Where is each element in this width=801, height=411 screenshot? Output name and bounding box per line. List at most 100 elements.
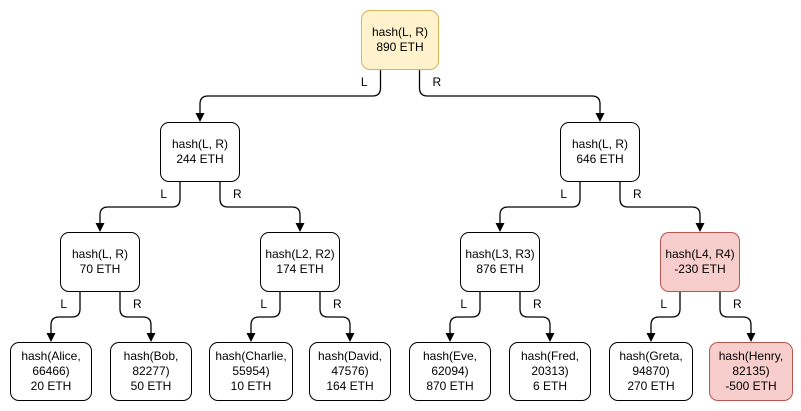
edge-path [418, 70, 601, 114]
node-label-line: -500 ETH [725, 379, 777, 393]
node-label-line: hash(L, R) [571, 137, 629, 151]
edge-path [50, 292, 81, 334]
edge-path [250, 292, 281, 334]
node-label-line: 646 ETH [576, 152, 624, 166]
edge-label-n174-charlie: L [260, 297, 267, 311]
arrowhead-icon [95, 223, 105, 232]
edge-label-n244-n70: L [160, 187, 167, 201]
node-label-line: hash(Bob, [123, 349, 179, 363]
edge-path [119, 292, 152, 334]
node-label-line: hash(L2, R2) [265, 247, 335, 261]
edge-label-n70-bob: R [133, 297, 142, 311]
tree-node-root: hash(L, R)890 ETH [361, 10, 439, 70]
arrowhead-icon [195, 113, 205, 122]
arrowhead-icon [445, 333, 455, 342]
arrowhead-icon [345, 333, 355, 342]
node-label-line: hash(Charlie, [215, 349, 287, 363]
node-label-line: 870 ETH [426, 379, 474, 393]
tree-node-eve: hash(Eve,62094)870 ETH [409, 342, 491, 401]
node-label-line: 876 ETH [476, 262, 524, 276]
edge-label-n70-alice: L [60, 297, 67, 311]
edge-label-n174-david: R [333, 297, 342, 311]
edge-label-n876-fred: R [533, 297, 542, 311]
arrowhead-icon [746, 333, 756, 342]
node-label-line: hash(Fred, [520, 349, 580, 363]
arrowhead-icon [595, 113, 605, 122]
edge-n646-n230: R [619, 182, 705, 232]
arrowhead-icon [146, 333, 156, 342]
edge-label-n646-n876: L [560, 187, 567, 201]
arrowhead-icon [246, 333, 256, 342]
edge-label-root-n244: L [361, 75, 368, 89]
edge-path [519, 292, 551, 334]
node-label-line: 94870) [632, 364, 670, 378]
edge-label-n244-n174: R [233, 187, 242, 201]
edge-label-n646-n230: R [633, 187, 642, 201]
node-label-line: 82277) [132, 364, 170, 378]
edge-n876-fred: R [519, 292, 555, 342]
node-label-line: hash(L3, R3) [465, 247, 535, 261]
edge-n174-david: R [319, 292, 355, 342]
edge-path [650, 292, 681, 334]
node-label-line: 20 ETH [30, 379, 72, 393]
arrowhead-icon [495, 223, 505, 232]
edge-path [199, 70, 382, 114]
node-label-line: 270 ETH [627, 379, 675, 393]
node-label-line: 62094) [431, 364, 469, 378]
edge-n70-bob: R [119, 292, 156, 342]
edge-label-n230-greta: L [660, 297, 667, 311]
tree-node-n646: hash(L, R)646 ETH [560, 122, 640, 182]
edge-n244-n70: L [95, 182, 181, 232]
tree-node-n876: hash(L3, R3)876 ETH [460, 232, 540, 292]
node-label-line: hash(Henry, [718, 349, 784, 363]
edge-path [99, 182, 181, 224]
node-label-line: 164 ETH [326, 379, 374, 393]
arrowhead-icon [545, 333, 555, 342]
node-label-line: 50 ETH [130, 379, 172, 393]
edge-n230-greta: L [646, 292, 681, 342]
node-label-line: -230 ETH [674, 262, 726, 276]
edge-path [319, 292, 351, 334]
node-label-line: hash(L, R) [71, 247, 129, 261]
tree-node-bob: hash(Bob,82277)50 ETH [110, 342, 192, 401]
edge-root-n244: L [195, 70, 382, 122]
arrowhead-icon [46, 333, 56, 342]
arrowhead-icon [646, 333, 656, 342]
edge-n876-eve: L [445, 292, 481, 342]
tree-node-n174: hash(L2, R2)174 ETH [260, 232, 340, 292]
edge-n174-charlie: L [246, 292, 281, 342]
node-label-line: 70 ETH [79, 262, 121, 276]
node-label-line: 244 ETH [176, 152, 224, 166]
edge-path [619, 182, 701, 224]
edge-label-root-n646: R [433, 75, 442, 89]
arrowhead-icon [695, 223, 705, 232]
tree-node-henry: hash(Henry,82135)-500 ETH [709, 342, 793, 401]
node-label-line: 174 ETH [276, 262, 324, 276]
tree-node-n230: hash(L4, R4)-230 ETH [660, 232, 740, 292]
tree-node-charlie: hash(Charlie,55954)10 ETH [209, 342, 293, 401]
node-label-line: 890 ETH [376, 40, 424, 54]
node-label-line: 82135) [732, 364, 770, 378]
tree-node-greta: hash(Greta,94870)270 ETH [609, 342, 693, 401]
node-label-line: 20313) [531, 364, 569, 378]
node-label-line: hash(Alice, [21, 349, 81, 363]
edge-path [499, 182, 581, 224]
tree-node-fred: hash(Fred,20313)6 ETH [509, 342, 591, 401]
node-label-line: 10 ETH [230, 379, 272, 393]
node-label-line: hash(L, R) [371, 25, 429, 39]
node-label-line: hash(Eve, [422, 349, 478, 363]
tree-node-david: hash(David,47576)164 ETH [309, 342, 391, 401]
node-label-line: hash(David, [317, 349, 383, 363]
node-label-line: 66466) [32, 364, 70, 378]
edge-label-n876-eve: L [460, 297, 467, 311]
edge-n230-henry: R [719, 292, 756, 342]
tree-node-n244: hash(L, R)244 ETH [160, 122, 240, 182]
arrowhead-icon [295, 223, 305, 232]
edge-path [219, 182, 301, 224]
tree-node-n70: hash(L, R)70 ETH [60, 232, 140, 292]
node-label-line: 47576) [331, 364, 369, 378]
edge-n70-alice: L [46, 292, 81, 342]
